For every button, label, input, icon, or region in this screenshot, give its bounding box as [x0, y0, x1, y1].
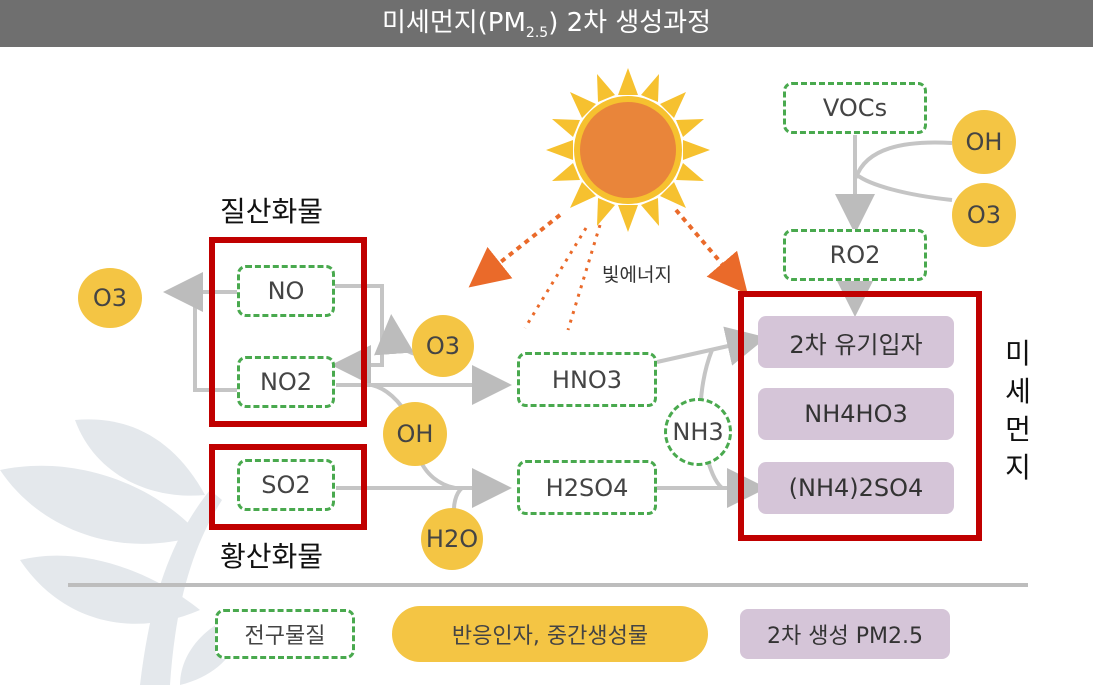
no2-box: NO2: [237, 356, 335, 408]
legend-reactant: 반응인자, 중간생성물: [392, 606, 708, 662]
ro2-box: RO2: [783, 229, 927, 281]
hno3-box: HNO3: [517, 352, 657, 407]
fine-dust-highlight: [738, 291, 982, 541]
h2so4-box: H2SO4: [517, 460, 657, 515]
nh4no3-box: NH4HO3: [758, 388, 954, 440]
oh-mid-circle: OH: [383, 402, 447, 466]
fine-dust-char-4: 지: [1005, 451, 1031, 484]
h2o-circle: H2O: [421, 508, 483, 570]
nitrogen-oxides-label: 질산화물: [220, 195, 324, 228]
nh4-2so4-box: (NH4)2SO4: [758, 462, 954, 514]
fine-dust-char-2: 세: [1005, 375, 1031, 408]
fine-dust-char-1: 미: [1005, 337, 1031, 370]
sulfur-oxides-highlight: [209, 444, 367, 530]
title-bar: 미세먼지(PM2.5) 2차 생성과정: [0, 0, 1093, 47]
legend-precursor: 전구물질: [215, 609, 355, 659]
secondary-organic-particle-box: 2차 유기입자: [758, 316, 954, 368]
light-energy-label: 빛에너지: [602, 264, 672, 286]
no-box: NO: [237, 265, 335, 317]
so2-box: SO2: [237, 459, 335, 511]
fine-dust-char-3: 먼: [1005, 413, 1031, 446]
oh-right-circle: OH: [952, 110, 1016, 174]
o3-left-circle: O3: [78, 268, 142, 328]
vocs-box: VOCs: [783, 82, 927, 134]
o3-right-circle: O3: [952, 183, 1016, 247]
diagram-title: 미세먼지(PM2.5) 2차 생성과정: [381, 8, 712, 42]
sulfur-oxides-label: 황산화물: [220, 540, 324, 573]
sun-icon: [546, 68, 710, 232]
legend-secondary-pm: 2차 생성 PM2.5: [740, 609, 950, 659]
nitrogen-oxides-highlight: [209, 237, 367, 427]
nh3-circle: NH3: [664, 398, 732, 466]
o3-mid-circle: O3: [412, 315, 474, 377]
